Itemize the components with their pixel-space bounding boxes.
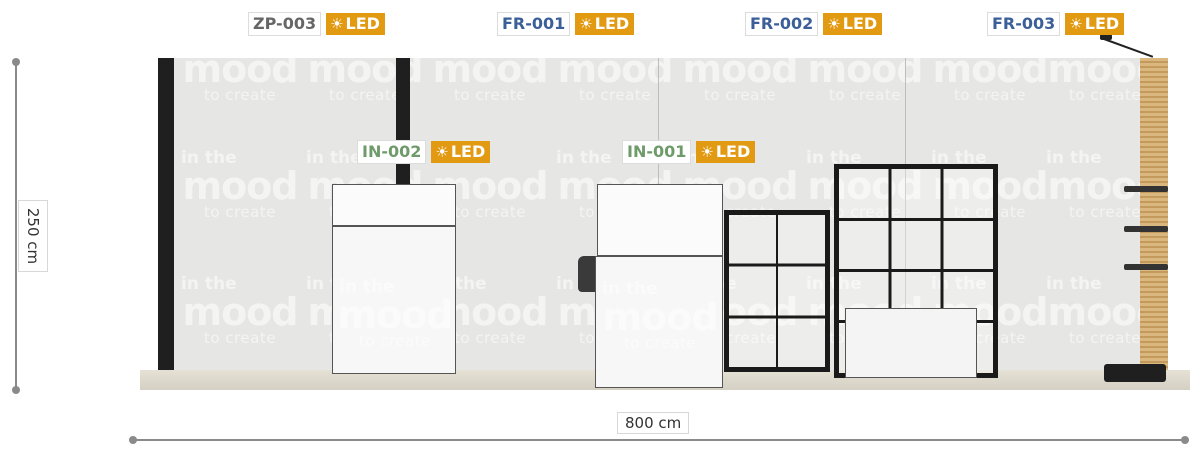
width-dimension-endpoint-right bbox=[1181, 436, 1189, 444]
tag-in001: IN-001 ☀LED bbox=[622, 140, 756, 164]
spotlight-arm bbox=[1103, 38, 1154, 58]
tag-fr001-led-badge: ☀LED bbox=[575, 13, 635, 35]
sun-icon: ☀ bbox=[1069, 14, 1083, 33]
wall-post-zp003 bbox=[396, 58, 410, 184]
bar-stool bbox=[578, 256, 598, 292]
sun-icon: ☀ bbox=[579, 14, 593, 33]
counter-in002-top bbox=[332, 184, 456, 226]
sun-icon: ☀ bbox=[827, 14, 841, 33]
led-label: LED bbox=[345, 14, 380, 33]
spotlight-head bbox=[1100, 34, 1112, 40]
left-wall-frame bbox=[158, 58, 174, 370]
height-dimension-endpoint-top bbox=[12, 58, 20, 66]
sun-icon: ☀ bbox=[330, 14, 344, 33]
height-dimension-text: 250 cm bbox=[24, 207, 42, 265]
led-label: LED bbox=[1084, 14, 1120, 33]
slatwall-base bbox=[1104, 364, 1166, 382]
tag-fr001: FR-001 ☀LED bbox=[497, 12, 635, 36]
counter-in001-top bbox=[597, 184, 723, 256]
tag-fr001-code: FR-001 bbox=[497, 12, 571, 36]
width-dimension-endpoint-left bbox=[129, 436, 137, 444]
width-dimension-line bbox=[133, 439, 1185, 441]
tag-fr003-code: FR-003 bbox=[987, 12, 1061, 36]
height-dimension-endpoint-bottom bbox=[12, 386, 20, 394]
tag-in002: IN-002 ☀LED bbox=[357, 140, 491, 164]
cube-shelf-small bbox=[724, 210, 830, 372]
tag-in002-code: IN-002 bbox=[357, 140, 427, 164]
tag-zp003-code: ZP-003 bbox=[248, 12, 322, 36]
led-label: LED bbox=[450, 142, 486, 161]
tag-in002-led-badge: ☀LED bbox=[431, 141, 491, 163]
slatwall-panel bbox=[1140, 58, 1168, 370]
tag-fr003-led-badge: ☀LED bbox=[1065, 13, 1125, 35]
sun-icon: ☀ bbox=[700, 142, 714, 161]
display-cabinet bbox=[845, 308, 977, 378]
tag-zp003: ZP-003 ☀LED bbox=[248, 12, 385, 36]
tag-in001-led-badge: ☀LED bbox=[696, 141, 756, 163]
tag-fr003: FR-003 ☀LED bbox=[987, 12, 1125, 36]
tag-zp003-led-badge: ☀LED bbox=[326, 13, 385, 35]
tag-fr002-led-badge: ☀LED bbox=[823, 13, 883, 35]
tag-fr002-code: FR-002 bbox=[745, 12, 819, 36]
tag-in001-code: IN-001 bbox=[622, 140, 692, 164]
slatwall-shelf bbox=[1124, 264, 1168, 270]
tag-fr002: FR-002 ☀LED bbox=[745, 12, 883, 36]
sun-icon: ☀ bbox=[435, 142, 449, 161]
led-label: LED bbox=[842, 14, 878, 33]
slatwall-shelf bbox=[1124, 226, 1168, 232]
led-label: LED bbox=[594, 14, 630, 33]
slatwall-shelf bbox=[1124, 186, 1168, 192]
height-dimension-label: 250 cm bbox=[18, 200, 48, 272]
width-dimension-label: 800 cm bbox=[617, 412, 690, 434]
led-label: LED bbox=[715, 142, 751, 161]
height-dimension-line bbox=[15, 62, 17, 390]
